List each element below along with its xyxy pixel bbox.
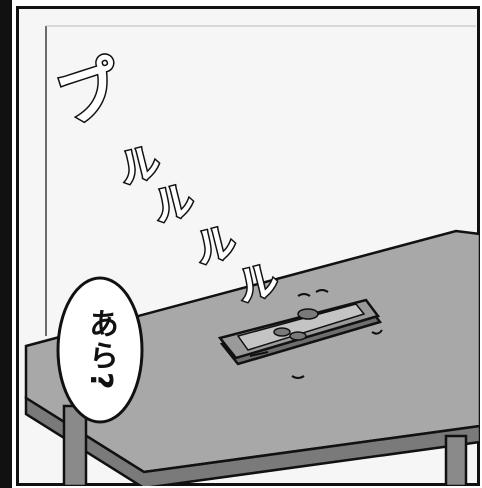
phone-icon <box>217 289 383 379</box>
table-leg-left <box>62 404 88 486</box>
table-edge <box>24 395 480 486</box>
comic-panel: プ ル ル ル ル あら? <box>16 6 480 486</box>
panel-art <box>16 6 480 486</box>
speech-bubble-text: あら? <box>83 308 118 392</box>
panel-gutter-left <box>0 0 12 488</box>
speech-bubble <box>56 276 144 424</box>
table-leg-right <box>444 434 468 486</box>
